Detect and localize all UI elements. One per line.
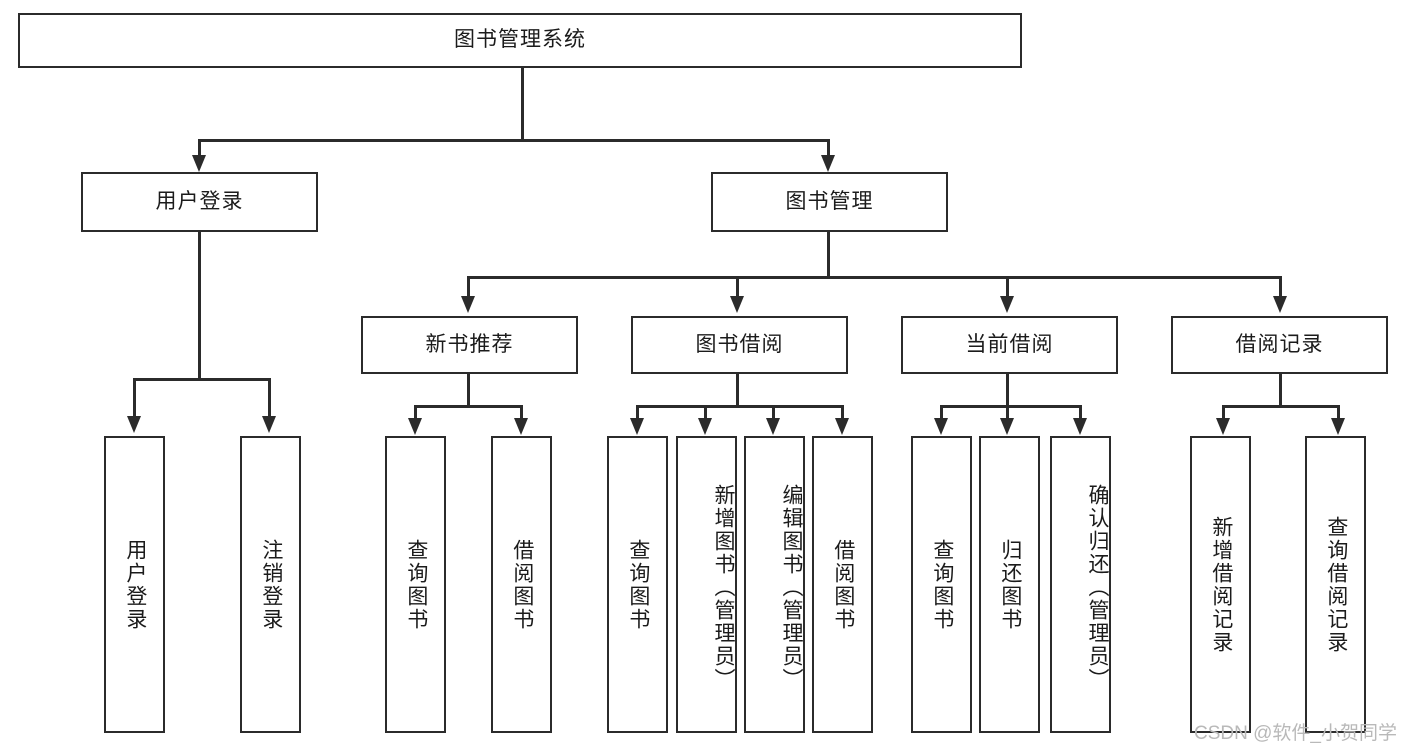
connector-book-manage-drop-1 <box>467 276 470 298</box>
node-book-borrow-label: 图书借阅 <box>695 332 784 356</box>
leaf-query-book-2-label: 查询图书 <box>626 538 650 631</box>
arrowhead-leaf-query-book-1 <box>408 418 422 435</box>
connector-new-book-drop-2 <box>520 405 523 419</box>
leaf-query-book-2[interactable]: 查询图书 <box>607 436 668 733</box>
node-root-label: 图书管理系统 <box>454 28 586 52</box>
arrowhead-book-manage <box>821 155 835 172</box>
connector-book-manage-drop-3 <box>1006 276 1009 298</box>
connector-root-drop-2 <box>827 139 830 157</box>
node-current-borrow[interactable]: 当前借阅 <box>901 316 1118 374</box>
leaf-edit-book-label: 编辑图书（管理员） <box>780 484 803 691</box>
connector-current-borrow-drop-1 <box>940 405 943 419</box>
leaf-add-record-label: 新增借阅记录 <box>1209 515 1233 654</box>
connector-root-drop-1 <box>198 139 201 157</box>
connector-current-borrow-drop-2 <box>1006 405 1009 419</box>
arrowhead-borrow-record <box>1273 296 1287 313</box>
arrowhead-leaf-edit-book <box>766 418 780 435</box>
arrowhead-leaf-query-record <box>1331 418 1345 435</box>
csdn-watermark: CSDN @软件_小贺同学 <box>1194 723 1397 744</box>
connector-book-borrow-drop-3 <box>772 405 775 419</box>
leaf-borrow-book-2[interactable]: 借阅图书 <box>812 436 873 733</box>
arrowhead-leaf-return-book <box>1000 418 1014 435</box>
node-user-login[interactable]: 用户登录 <box>81 172 318 232</box>
leaf-logout-label: 注销登录 <box>259 538 283 631</box>
connector-borrow-record-bar <box>1222 405 1340 408</box>
arrowhead-leaf-add-book <box>698 418 712 435</box>
leaf-add-record[interactable]: 新增借阅记录 <box>1190 436 1251 733</box>
leaf-query-record-label: 查询借阅记录 <box>1324 515 1348 654</box>
node-book-manage[interactable]: 图书管理 <box>711 172 948 232</box>
connector-root-bar <box>198 139 830 142</box>
connector-user-login-bar <box>133 378 271 381</box>
node-borrow-record[interactable]: 借阅记录 <box>1171 316 1388 374</box>
node-root[interactable]: 图书管理系统 <box>18 13 1022 68</box>
connector-user-login-drop-1 <box>133 378 136 418</box>
arrowhead-leaf-confirm-return <box>1073 418 1087 435</box>
connector-book-manage-trunk <box>827 232 830 278</box>
connector-book-borrow-drop-2 <box>704 405 707 419</box>
connector-book-borrow-bar <box>636 405 844 408</box>
arrowhead-leaf-user-login <box>127 416 141 433</box>
node-user-login-label: 用户登录 <box>155 189 244 213</box>
node-new-book-recommend[interactable]: 新书推荐 <box>361 316 578 374</box>
connector-user-login-trunk <box>198 232 201 380</box>
leaf-user-login-label: 用户登录 <box>123 538 147 631</box>
connector-new-book-drop-1 <box>414 405 417 419</box>
connector-root-trunk <box>521 68 524 140</box>
connector-borrow-record-drop-1 <box>1222 405 1225 419</box>
leaf-borrow-book-1[interactable]: 借阅图书 <box>491 436 552 733</box>
leaf-add-book-label: 新增图书（管理员） <box>712 484 735 691</box>
node-book-borrow[interactable]: 图书借阅 <box>631 316 848 374</box>
connector-book-manage-bar <box>467 276 1282 279</box>
connector-current-borrow-bar <box>940 405 1082 408</box>
leaf-user-login[interactable]: 用户登录 <box>104 436 165 733</box>
connector-borrow-record-drop-2 <box>1337 405 1340 419</box>
leaf-confirm-return[interactable]: 确认归还（管理员） <box>1050 436 1111 733</box>
node-book-manage-label: 图书管理 <box>785 189 874 213</box>
connector-new-book-bar <box>414 405 523 408</box>
connector-borrow-record-trunk <box>1279 374 1282 407</box>
arrowhead-leaf-logout <box>262 416 276 433</box>
node-new-book-recommend-label: 新书推荐 <box>425 332 514 356</box>
leaf-edit-book[interactable]: 编辑图书（管理员） <box>744 436 805 733</box>
arrowhead-leaf-borrow-book-1 <box>514 418 528 435</box>
connector-new-book-trunk <box>467 374 470 407</box>
arrowhead-leaf-query-book-2 <box>630 418 644 435</box>
arrowhead-new-book-recommend <box>461 296 475 313</box>
arrowhead-current-borrow <box>1000 296 1014 313</box>
node-borrow-record-label: 借阅记录 <box>1235 332 1324 356</box>
arrowhead-leaf-borrow-book-2 <box>835 418 849 435</box>
arrowhead-leaf-add-record <box>1216 418 1230 435</box>
connector-book-manage-drop-2 <box>736 276 739 298</box>
leaf-query-book-1[interactable]: 查询图书 <box>385 436 446 733</box>
leaf-borrow-book-2-label: 借阅图书 <box>831 538 855 631</box>
leaf-confirm-return-label: 确认归还（管理员） <box>1086 484 1109 691</box>
leaf-query-record[interactable]: 查询借阅记录 <box>1305 436 1366 733</box>
connector-book-manage-drop-4 <box>1279 276 1282 298</box>
connector-book-borrow-trunk <box>736 374 739 407</box>
leaf-query-book-1-label: 查询图书 <box>404 538 428 631</box>
connector-book-borrow-drop-1 <box>636 405 639 419</box>
connector-current-borrow-drop-3 <box>1079 405 1082 419</box>
arrowhead-leaf-query-book-3 <box>934 418 948 435</box>
leaf-return-book-label: 归还图书 <box>998 538 1022 631</box>
arrowhead-user-login <box>192 155 206 172</box>
connector-current-borrow-trunk <box>1006 374 1009 407</box>
leaf-borrow-book-1-label: 借阅图书 <box>510 538 534 631</box>
leaf-add-book[interactable]: 新增图书（管理员） <box>676 436 737 733</box>
arrowhead-book-borrow <box>730 296 744 313</box>
node-current-borrow-label: 当前借阅 <box>965 332 1054 356</box>
connector-user-login-drop-2 <box>268 378 271 418</box>
leaf-query-book-3[interactable]: 查询图书 <box>911 436 972 733</box>
leaf-logout[interactable]: 注销登录 <box>240 436 301 733</box>
connector-book-borrow-drop-4 <box>841 405 844 419</box>
leaf-return-book[interactable]: 归还图书 <box>979 436 1040 733</box>
leaf-query-book-3-label: 查询图书 <box>930 538 954 631</box>
